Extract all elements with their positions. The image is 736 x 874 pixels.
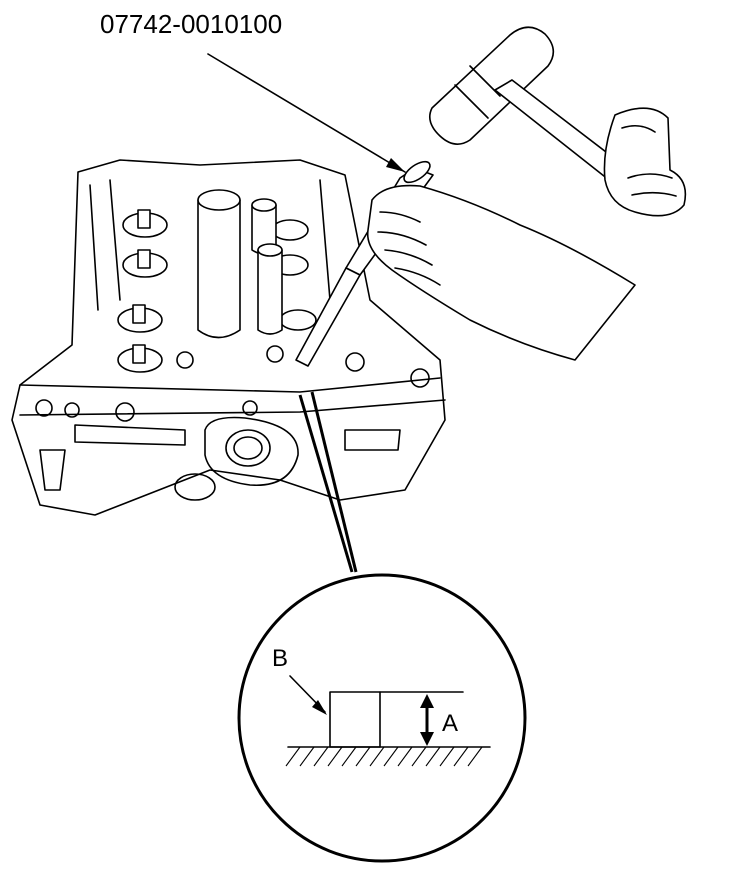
valve-guide-block xyxy=(329,691,381,748)
tool-part-number-label: 07742-0010100 xyxy=(100,9,282,39)
tool-hand-icon xyxy=(366,184,636,361)
dimension-a-arrowhead-bottom xyxy=(420,732,434,746)
surface-hatching xyxy=(285,746,483,767)
hammer-hand-icon xyxy=(603,107,687,217)
cylinder-head-drawing xyxy=(11,159,446,516)
part-number-leader-arrowhead xyxy=(386,158,405,172)
part-number-leader xyxy=(207,53,406,173)
dimension-a-arrowhead-top xyxy=(420,694,434,708)
detail-magnifier-circle: A B xyxy=(237,573,527,863)
callout-b-label: B xyxy=(272,645,288,672)
detail-leader-right xyxy=(310,391,358,573)
callout-b-arrowhead xyxy=(312,700,327,715)
detail-leader-left xyxy=(298,394,354,573)
callout-a-label: A xyxy=(442,710,458,737)
